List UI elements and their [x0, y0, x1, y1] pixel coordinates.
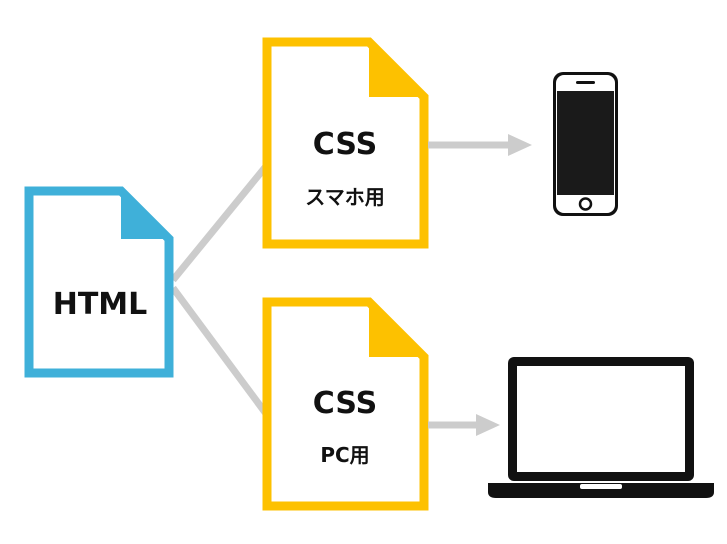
html-document-icon: [24, 186, 174, 378]
smartphone-icon: [553, 72, 618, 216]
connector-html-to-css-pc: [170, 285, 270, 418]
connector-html-to-css-smartphone: [170, 162, 270, 283]
css-smartphone-title: CSS: [312, 127, 378, 162]
css-pc-title: CSS: [312, 386, 378, 421]
html-label: HTML: [52, 287, 148, 322]
laptop-icon: [488, 357, 714, 498]
css-pc-document-icon: [262, 297, 429, 511]
css-pc-subtitle: PC用: [320, 443, 370, 467]
css-smartphone-subtitle: スマホ用: [305, 185, 385, 209]
css-smartphone-document-icon: [262, 37, 429, 249]
arrow-to-laptop: [428, 414, 500, 436]
arrow-to-smartphone: [428, 134, 532, 156]
